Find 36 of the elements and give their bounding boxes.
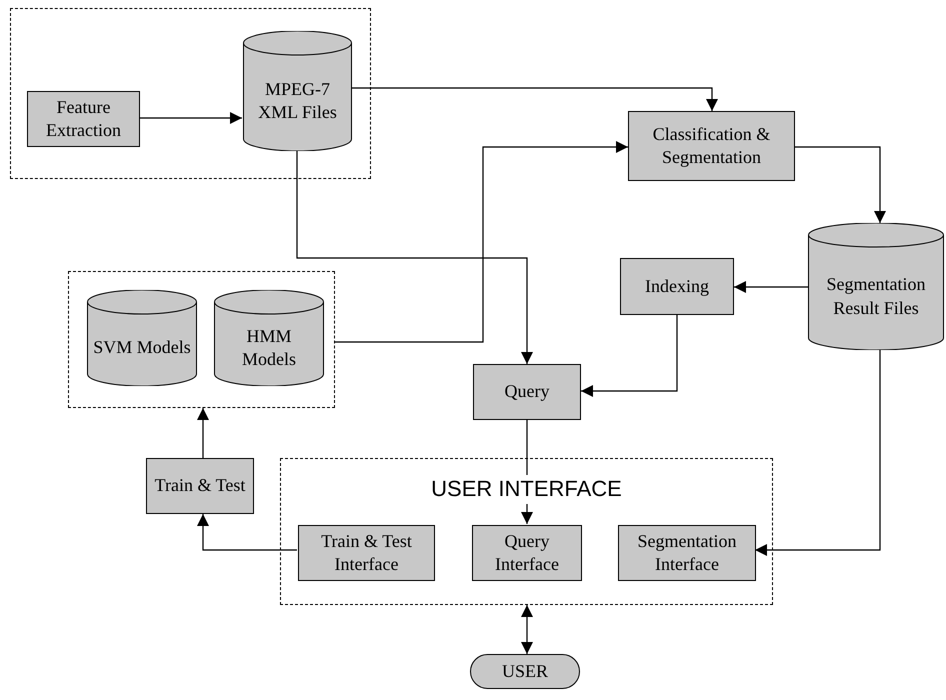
node-label: Train & Test Interface — [320, 530, 413, 576]
process-box — [472, 525, 582, 581]
node-label: MPEG-7 XML Files — [257, 78, 338, 124]
node-label: Indexing — [645, 274, 709, 298]
arrow — [351, 87, 718, 111]
arrow — [296, 150, 533, 364]
arrow — [335, 141, 628, 343]
node-label: Train & Test — [154, 474, 246, 498]
process-box — [620, 258, 734, 315]
process-box — [628, 111, 795, 181]
process-box — [27, 91, 140, 147]
process-box — [146, 458, 254, 514]
dashed-group-box — [280, 458, 773, 605]
node-label: Segmentation Interface — [636, 530, 738, 576]
node-label: Query — [504, 380, 550, 404]
arrow — [581, 315, 678, 397]
process-box — [618, 525, 756, 581]
node-label: Query Interface — [494, 530, 560, 576]
node-label: Segmentation Result Files — [826, 273, 926, 320]
arrow — [734, 281, 808, 293]
node-label: USER — [502, 660, 548, 683]
node-label: HMM Models — [241, 324, 297, 371]
arrow — [795, 146, 886, 223]
dashed-group-box — [10, 8, 371, 179]
process-box — [473, 364, 581, 420]
terminal-shape — [470, 654, 580, 689]
arrow — [521, 605, 533, 654]
node-label: SVM Models — [93, 336, 191, 360]
arrow — [139, 112, 242, 124]
arrow — [197, 514, 297, 551]
arrow — [755, 350, 881, 556]
process-box — [298, 525, 435, 581]
node-label: Feature Extraction — [45, 96, 122, 142]
node-label: Classification & Segmentation — [652, 122, 772, 169]
dashed-group-box — [68, 271, 335, 408]
arrow — [197, 408, 209, 458]
